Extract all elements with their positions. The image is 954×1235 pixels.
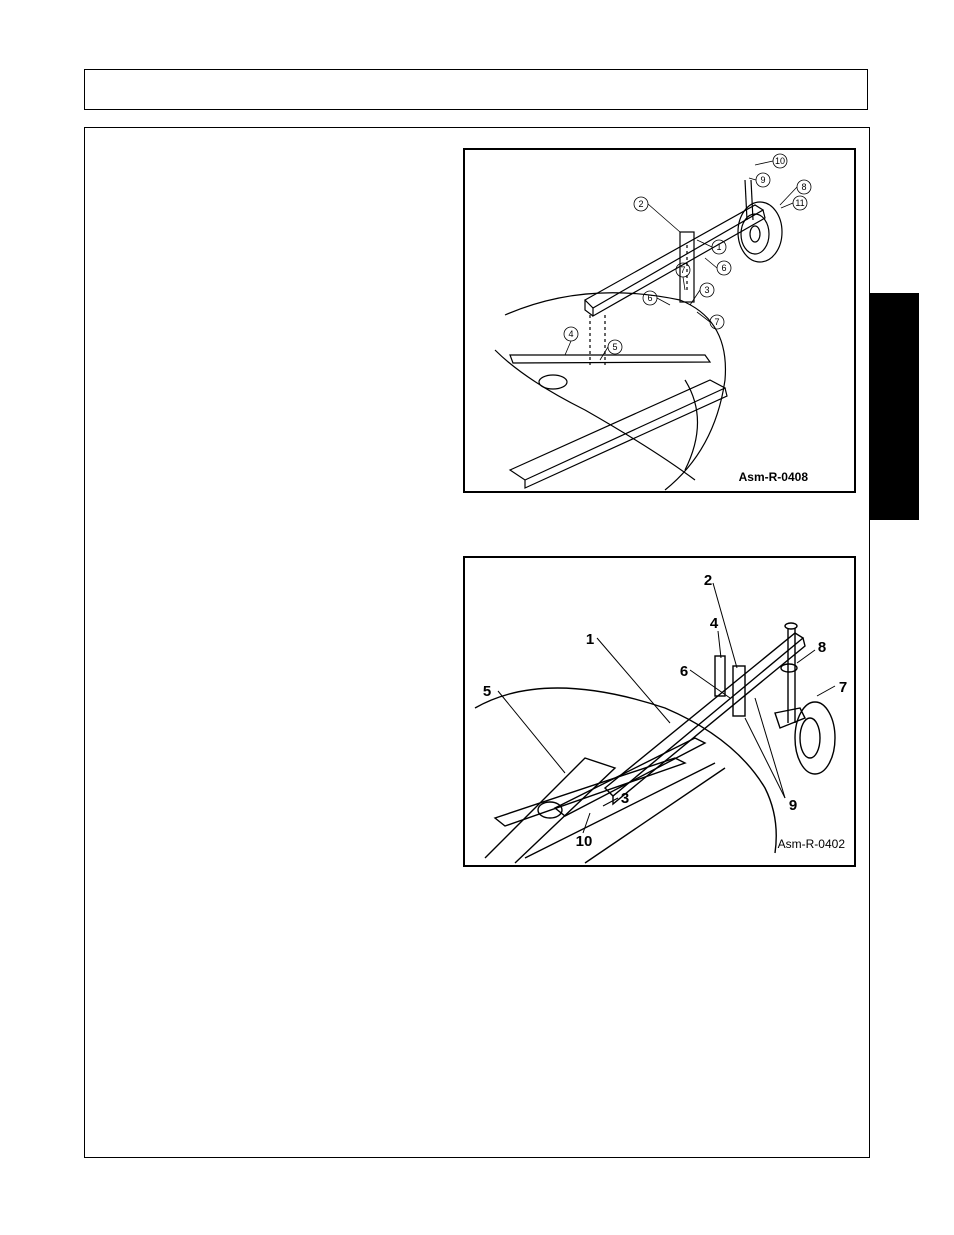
assembly-figure-2: 1 2 3 4 5 6 7 8 9 10 Asm-R-0402: [463, 556, 856, 867]
callout-label: 3: [704, 285, 709, 295]
callout-label: 8: [818, 639, 826, 656]
callout-label: 8: [801, 182, 806, 192]
callout-label: 5: [483, 683, 491, 700]
callout-label: 4: [568, 329, 573, 339]
page-content-box: [84, 127, 870, 1158]
callout-label: 9: [760, 175, 765, 185]
callout-label: 7: [680, 265, 685, 275]
callout-label: 1: [716, 242, 721, 252]
assembly-drawing-1: 2 1 10 9 8 11 6 7 3 6 7 4 5: [494, 153, 812, 491]
page-header-box: [84, 69, 868, 110]
callout-label: 6: [647, 293, 652, 303]
callout-label: 2: [704, 572, 712, 589]
assembly-figure-1: 2 1 10 9 8 11 6 7 3 6 7 4 5 Asm-R-0408: [463, 148, 856, 493]
section-side-tab: [869, 293, 919, 520]
callout-label: 5: [612, 342, 617, 352]
callout-label: 10: [576, 833, 593, 850]
callout-label: 7: [714, 317, 719, 327]
callout-label: 1: [586, 631, 594, 648]
callout-label: 11: [795, 198, 804, 208]
callout-label: 9: [789, 797, 797, 814]
assembly-drawing-2: 1 2 3 4 5 6 7 8 9 10: [474, 572, 847, 864]
callout-label: 2: [638, 199, 643, 209]
figure-code: Asm-R-0408: [738, 470, 808, 484]
callout-label: 10: [775, 156, 785, 166]
callout-label: 3: [621, 790, 629, 807]
callout-label: 6: [680, 663, 688, 680]
callout-label: 4: [710, 615, 719, 632]
callout-label: 6: [721, 263, 726, 273]
figure-code: Asm-R-0402: [777, 837, 845, 851]
callout-label: 7: [839, 679, 847, 696]
